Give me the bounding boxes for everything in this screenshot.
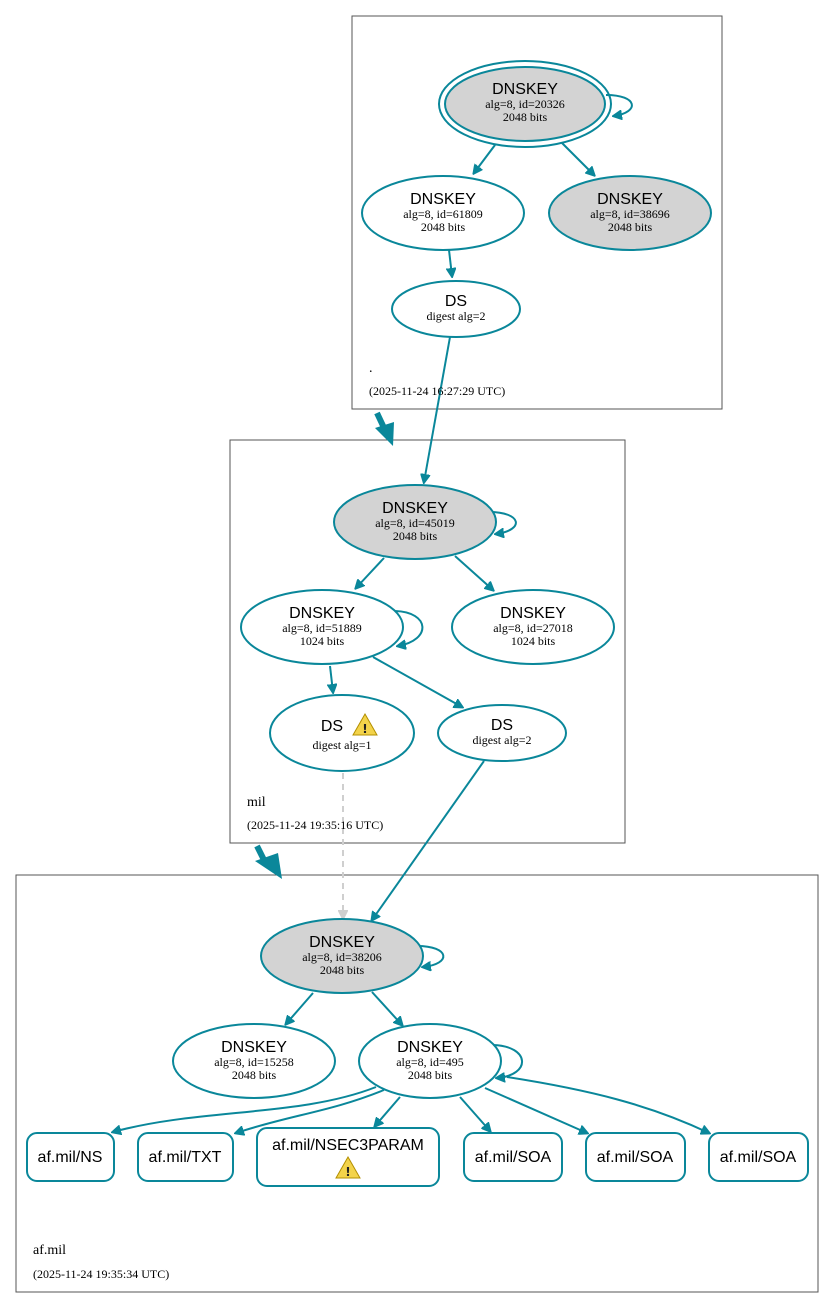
node-key-info: alg=8, id=27018 — [493, 621, 573, 635]
node-title: DNSKEY — [597, 191, 663, 208]
node-title: DS — [321, 718, 343, 735]
node-key-info: alg=8, id=38696 — [590, 207, 670, 221]
node-key-size: 2048 bits — [503, 110, 548, 124]
edge-af-ksk-zsk2 — [371, 991, 402, 1025]
node-title: DS — [491, 717, 513, 734]
node-key-info: alg=8, id=45019 — [375, 516, 455, 530]
node-digest: digest alg=2 — [472, 733, 531, 747]
edge-root-ksk-zsk1 — [474, 144, 496, 173]
zone-timestamp-af-mil: (2025-11-24 19:35:34 UTC) — [33, 1267, 169, 1281]
edge-mil-ksk-zsk1 — [356, 557, 385, 588]
rrset-label: af.mil/NS — [38, 1149, 103, 1166]
node-root-zsk2: DNSKEY alg=8, id=38696 2048 bits — [548, 175, 712, 251]
node-title: DNSKEY — [410, 191, 476, 208]
rrset-label: af.mil/SOA — [475, 1149, 552, 1166]
zone-name-mil: mil — [247, 795, 266, 810]
node-key-size: 2048 bits — [608, 220, 653, 234]
node-root-ksk: DNSKEY alg=8, id=20326 2048 bits — [438, 60, 612, 148]
zone-name-af-mil: af.mil — [33, 1243, 66, 1258]
edge-af-zsk2-self — [492, 1044, 523, 1078]
zone-timestamp-root: (2025-11-24 16:27:29 UTC) — [369, 384, 505, 398]
rrset-label: af.mil/SOA — [597, 1149, 674, 1166]
node-key-size: 2048 bits — [408, 1068, 453, 1082]
node-title: DNSKEY — [382, 500, 448, 517]
delegation-arrow-root-mil — [374, 411, 394, 446]
node-digest: digest alg=2 — [426, 309, 485, 323]
edge-mil-ksk-zsk2 — [454, 555, 493, 590]
node-key-size: 2048 bits — [421, 220, 466, 234]
node-mil-zsk1: DNSKEY alg=8, id=51889 1024 bits — [240, 589, 404, 665]
node-mil-ds1: DS ! digest alg=1 — [269, 694, 415, 772]
svg-text:!: ! — [362, 722, 367, 736]
edge-root-ksk-self — [605, 94, 633, 116]
node-digest: digest alg=1 — [312, 738, 371, 752]
node-key-info: alg=8, id=15258 — [214, 1055, 294, 1069]
edge-af-zsk2-soa3 — [506, 1076, 709, 1133]
edge-af-zsk2-nsec3param — [375, 1096, 401, 1126]
rrset-soa-1: af.mil/SOA — [463, 1132, 563, 1182]
edge-mil-zsk1-ds2 — [372, 656, 462, 707]
edge-af-ksk-self — [416, 945, 445, 967]
edge-af-zsk2-txt — [236, 1089, 385, 1133]
node-title: DS — [445, 293, 467, 310]
zone-mil — [229, 439, 626, 844]
edge-af-zsk2-ns — [113, 1086, 377, 1132]
node-key-info: alg=8, id=61809 — [403, 207, 483, 221]
node-key-size: 1024 bits — [511, 634, 556, 648]
rrset-nsec3param: af.mil/NSEC3PARAM ! — [256, 1127, 440, 1187]
edge-mil-ds2-af-ksk — [372, 760, 485, 920]
rrset-soa-2: af.mil/SOA — [585, 1132, 686, 1182]
edge-af-ksk-zsk1 — [286, 992, 314, 1024]
rrset-label: af.mil/NSEC3PARAM — [272, 1137, 424, 1154]
edge-mil-zsk1-ds1 — [330, 665, 333, 692]
delegation-arrow-mil-af — [254, 844, 282, 879]
rrset-ns: af.mil/NS — [26, 1132, 115, 1182]
node-title: DNSKEY — [309, 934, 375, 951]
zone-af-mil — [15, 874, 819, 1293]
rrset-label: af.mil/TXT — [149, 1149, 222, 1166]
node-key-info: alg=8, id=495 — [396, 1055, 464, 1069]
node-title: DNSKEY — [289, 605, 355, 622]
edge-af-zsk2-soa2 — [484, 1087, 587, 1133]
node-root-ds: DS digest alg=2 — [391, 280, 521, 338]
node-af-ksk: DNSKEY alg=8, id=38206 2048 bits — [260, 918, 424, 994]
node-title: DNSKEY — [500, 605, 566, 622]
svg-text:!: ! — [345, 1165, 350, 1179]
edge-root-ksk-zsk2 — [561, 142, 594, 175]
node-title: DNSKEY — [221, 1039, 287, 1056]
node-key-size: 1024 bits — [300, 634, 345, 648]
node-key-info: alg=8, id=20326 — [485, 97, 565, 111]
edge-root-ds-mil-ksk — [424, 336, 451, 482]
zone-root — [351, 15, 723, 410]
node-title: DNSKEY — [397, 1039, 463, 1056]
node-key-size: 2048 bits — [232, 1068, 277, 1082]
rrset-txt: af.mil/TXT — [137, 1132, 234, 1182]
node-mil-ksk: DNSKEY alg=8, id=45019 2048 bits — [333, 484, 497, 560]
rrset-label: af.mil/SOA — [720, 1149, 797, 1166]
warning-icon: ! — [335, 1155, 361, 1179]
edge-mil-zsk1-self — [394, 610, 424, 646]
node-af-zsk2: DNSKEY alg=8, id=495 2048 bits — [358, 1023, 502, 1099]
edge-af-zsk2-soa1 — [459, 1096, 490, 1131]
node-root-zsk1: DNSKEY alg=8, id=61809 2048 bits — [361, 175, 525, 251]
node-key-size: 2048 bits — [393, 529, 438, 543]
zone-name-root: . — [369, 361, 373, 376]
node-mil-ds2: DS digest alg=2 — [437, 704, 567, 762]
node-mil-zsk2: DNSKEY alg=8, id=27018 1024 bits — [451, 589, 615, 665]
rrset-soa-3: af.mil/SOA — [708, 1132, 809, 1182]
node-key-size: 2048 bits — [320, 963, 365, 977]
node-title: DNSKEY — [492, 81, 558, 98]
node-key-info: alg=8, id=51889 — [282, 621, 362, 635]
warning-icon: ! — [352, 712, 378, 736]
node-af-zsk1: DNSKEY alg=8, id=15258 2048 bits — [172, 1023, 336, 1099]
node-key-info: alg=8, id=38206 — [302, 950, 382, 964]
edge-root-zsk1-ds — [449, 249, 452, 276]
zone-timestamp-mil: (2025-11-24 19:35:16 UTC) — [247, 818, 383, 832]
edge-mil-ksk-self — [488, 511, 517, 534]
